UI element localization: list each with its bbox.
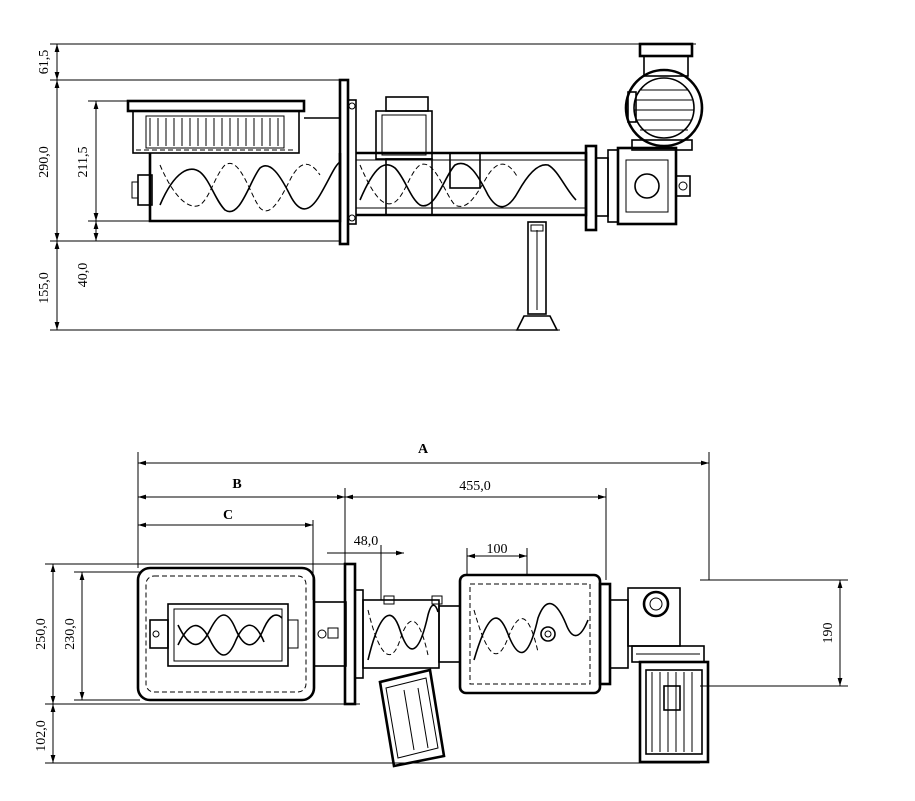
- side-view: 61,5 290,0 211,5 40,0 155,0: [37, 42, 704, 331]
- tube-top-1: [313, 601, 347, 667]
- top-view-right-dimension-lines: [700, 579, 848, 687]
- top-view: A B 455,0 C 48,0 100 250,0 230,0 102,0 1…: [34, 442, 848, 768]
- dim-label-155: 155,0: [37, 272, 52, 304]
- main-tube-side: [356, 151, 588, 217]
- top-view-dimension-lines: [137, 452, 710, 600]
- screw-section-top: [362, 595, 443, 669]
- dim-label-190: 190: [821, 623, 836, 644]
- flange-side: [338, 78, 357, 246]
- screw-flight-side-1: [159, 161, 341, 213]
- dim-label-211-5: 211,5: [76, 147, 91, 178]
- gearbox-top: [598, 582, 705, 686]
- dim-label-100: 100: [487, 542, 508, 557]
- inlet-box-side: [375, 96, 433, 216]
- motor-side: [624, 42, 704, 151]
- dim-label-61-5: 61,5: [37, 50, 52, 75]
- inlet-chute-top: [378, 668, 446, 768]
- dim-label-c: C: [223, 508, 233, 523]
- support-leg-side: [515, 221, 559, 331]
- dim-label-b: B: [232, 477, 241, 492]
- flange-top: [343, 562, 364, 706]
- side-view-dimension-lines: [54, 44, 99, 330]
- main-trough-top: [438, 573, 602, 695]
- trough-side: [131, 117, 342, 223]
- dim-label-48: 48,0: [354, 534, 379, 549]
- dim-label-290: 290,0: [37, 146, 52, 178]
- hopper-side: [126, 99, 306, 154]
- side-view-extension-lines: [50, 43, 696, 331]
- dim-label-230: 230,0: [63, 618, 78, 650]
- dim-label-40: 40,0: [76, 263, 91, 288]
- gearbox-side: [584, 144, 691, 232]
- dim-label-455: 455,0: [459, 479, 491, 494]
- dim-label-250: 250,0: [34, 618, 49, 650]
- motor-top: [638, 660, 710, 764]
- top-view-left-dimension-lines: [45, 563, 700, 764]
- dim-label-a: A: [418, 442, 429, 457]
- dim-label-102: 102,0: [34, 720, 49, 752]
- hopper-top: [136, 566, 316, 702]
- hopper-grille: [149, 118, 279, 146]
